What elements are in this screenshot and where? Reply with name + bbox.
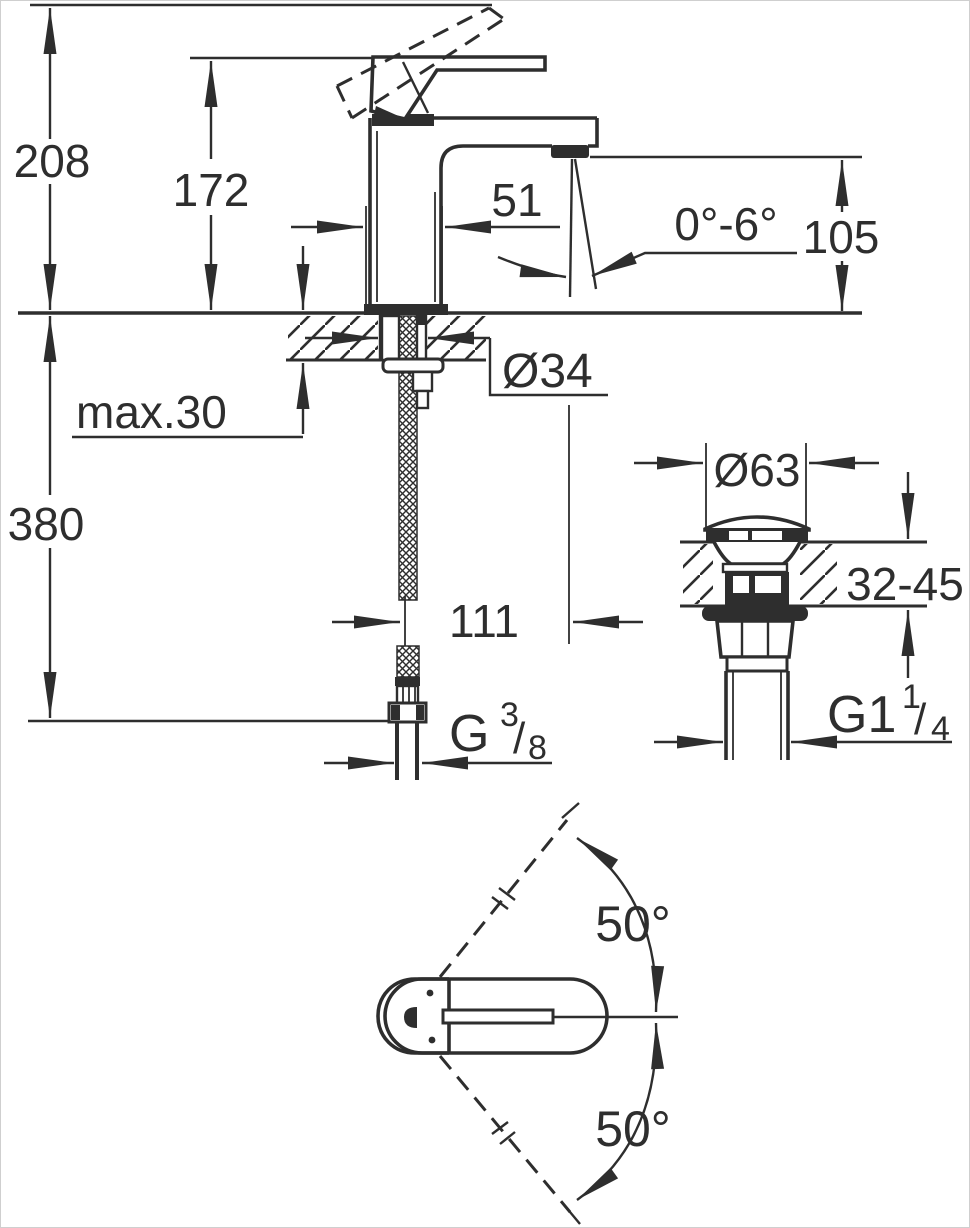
waste-nut <box>714 619 796 659</box>
pin-dot-lower <box>428 1036 436 1044</box>
label-supply-thread-denominator: 8 <box>528 729 547 767</box>
water-stream <box>497 158 797 298</box>
label-waste-thread-letter: G1 <box>827 686 896 744</box>
label-mounting-hole-diameter: Ø34 <box>502 345 593 398</box>
lever-plan <box>441 1008 555 1025</box>
dimension-stream-angle: 0°-6° <box>674 198 777 250</box>
dimension-supply-thread: G 3 / 8 <box>324 696 552 770</box>
label-height-to-spout-top: 172 <box>173 164 250 216</box>
waste-cap <box>703 515 811 542</box>
dimension-waste-thread: G1 1 / 4 <box>654 678 952 749</box>
dimension-waste-cap-diameter: Ø63 <box>634 443 879 527</box>
dimension-max30: max.30 <box>72 246 310 439</box>
dimension-swing-upper: 50° <box>576 837 671 1013</box>
swing-limit-lines <box>438 802 581 1225</box>
label-spout-outlet-height: 105 <box>803 211 880 263</box>
label-stream-angle: 0°-6° <box>674 198 777 250</box>
spout-opening-plan <box>404 1007 417 1028</box>
dimension-208: 208 <box>14 8 91 310</box>
label-overall-height: 208 <box>14 135 91 187</box>
label-max-deck-thickness: max.30 <box>76 386 227 438</box>
label-waste-thread-numerator: 1 <box>902 678 921 716</box>
label-swing-upper: 50° <box>595 896 671 952</box>
dimension-105: 105 <box>803 160 880 311</box>
dimension-hole-diameter: Ø34 <box>305 331 608 398</box>
dimension-waste-deck-range: 32-45 <box>846 472 964 678</box>
faucet-body-outline <box>364 114 599 315</box>
label-supply-thread-slash: / <box>513 714 526 763</box>
pin-dot-upper <box>426 989 434 997</box>
aerator <box>551 145 589 158</box>
dimension-172: 172 <box>173 61 250 310</box>
base-flange <box>364 304 448 315</box>
mounting-hardware <box>380 314 445 410</box>
waste-body <box>702 541 808 760</box>
dimension-380: 380 <box>8 316 85 718</box>
label-waste-cap-diameter: Ø63 <box>714 444 801 496</box>
lever-handle-raised-dashed <box>335 6 505 120</box>
drain-detail-view: Ø63 32-45 G1 1 / 4 <box>634 443 964 760</box>
lever-handle <box>369 55 547 122</box>
label-supply-thread-numerator: 3 <box>500 696 519 734</box>
drain-deck-hatch-left <box>683 544 713 604</box>
drain-deck-hatch-right <box>800 544 837 604</box>
label-hose-offset: 111 <box>449 595 519 647</box>
label-hose-length: 380 <box>8 498 85 550</box>
handle-swing-top-view: 50° 50° <box>376 802 678 1225</box>
label-waste-thread-denominator: 4 <box>931 710 950 748</box>
dimension-111: 111 <box>332 405 643 647</box>
faucet-side-view <box>288 6 797 780</box>
label-spout-depth: 51 <box>491 174 542 226</box>
hose-fitting <box>387 677 428 780</box>
label-waste-deck-range: 32-45 <box>846 558 964 610</box>
waste-flange <box>702 606 808 621</box>
label-waste-thread-slash: / <box>914 695 927 744</box>
label-supply-thread-letter: G <box>449 705 489 763</box>
dimension-51: 51 <box>291 174 560 310</box>
label-swing-lower: 50° <box>595 1101 671 1157</box>
dimension-swing-lower: 50° <box>576 1022 671 1201</box>
